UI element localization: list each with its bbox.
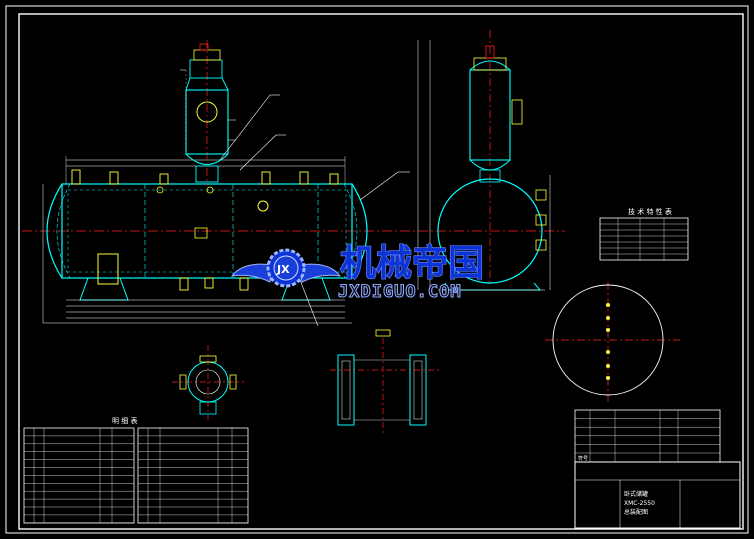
nozzle-orientation-view xyxy=(172,345,244,420)
watermark-title-en: JXDIGUO.COM xyxy=(338,282,462,302)
nozzle-table: 符号 xyxy=(574,409,721,463)
logo-wing-left xyxy=(230,263,273,283)
logo-letters: JX xyxy=(276,263,290,276)
parts-list-table: 明 细 表 xyxy=(23,416,249,524)
tech-table-title: 技 术 特 性 表 xyxy=(628,207,672,216)
tech-spec-table: 技 术 特 性 表 xyxy=(599,207,689,261)
title-block-name: 卧式储罐 xyxy=(624,490,648,498)
watermark: JX 机械帝国 JXDIGUO.COM xyxy=(230,242,485,303)
watermark-title-cn: 机械帝国 xyxy=(340,243,484,284)
parts-list-title: 明 细 表 xyxy=(112,416,137,425)
title-block: 卧式储罐 XMC-2550 总装配图 xyxy=(574,461,741,529)
leader-lines xyxy=(219,94,410,327)
side-view xyxy=(417,30,551,291)
separator-tower xyxy=(180,40,236,186)
title-block-code: XMC-2550 xyxy=(624,500,655,507)
inner-frame xyxy=(18,13,744,530)
head-circle-view xyxy=(545,282,680,402)
flange-detail-view xyxy=(330,329,440,434)
title-block-sub: 总装配图 xyxy=(624,508,648,516)
nozzle-header-label: 符号 xyxy=(578,455,588,462)
outer-frame xyxy=(5,5,749,534)
main-elevation-view xyxy=(22,156,565,324)
logo-wing-right xyxy=(299,263,342,283)
